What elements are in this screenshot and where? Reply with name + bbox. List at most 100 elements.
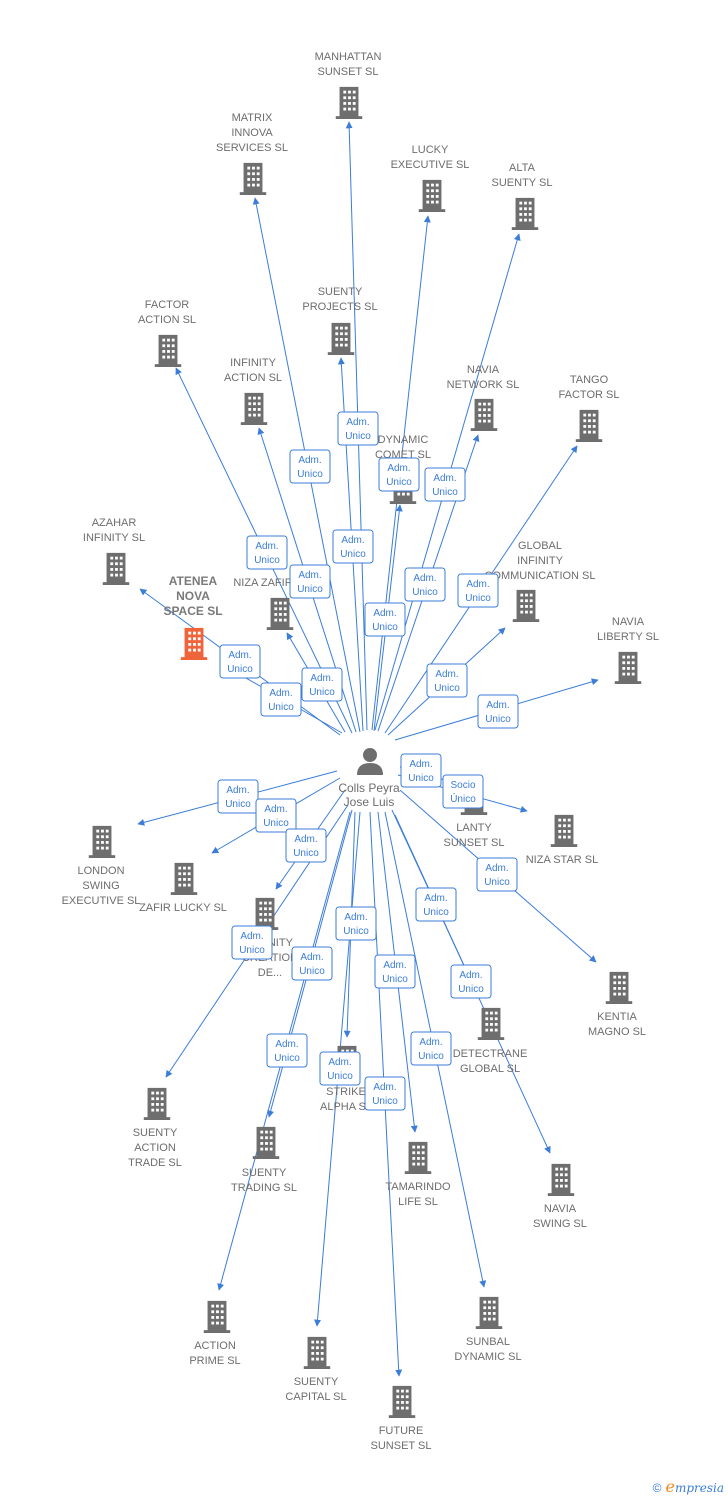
company-name: ZAFIR LUCKY SL: [139, 902, 227, 914]
role-label: Adm.Unico: [424, 467, 466, 502]
role-label-text: Adm.: [373, 1082, 396, 1093]
role-label-text: Adm.: [275, 1039, 298, 1050]
role-label: Adm.Unico: [289, 564, 331, 599]
role-label: Adm.Unico: [266, 1033, 308, 1068]
role-label-text: Adm.: [344, 912, 367, 923]
company-name: CAPITAL SL: [285, 1391, 346, 1403]
role-label: Adm.Unico: [255, 798, 297, 833]
role-label-text: Unico: [484, 877, 510, 888]
role-label-text: Adm.: [409, 759, 432, 770]
building-icon: [550, 814, 578, 847]
company-name: FUTURE: [379, 1425, 424, 1437]
company-name: SUENTY: [242, 1167, 287, 1179]
company-name: AZAHAR: [92, 517, 137, 529]
role-label-text: Socio: [450, 780, 475, 791]
building-icon: [154, 334, 182, 367]
company-name: SERVICES SL: [216, 142, 288, 154]
company-name: DYNAMIC SL: [454, 1351, 521, 1363]
role-label-text: Unico: [227, 664, 253, 675]
role-label-text: Unico: [465, 593, 491, 604]
role-label-text: Unico: [327, 1071, 353, 1082]
building-icon: [470, 398, 498, 431]
company-name: INNOVA: [231, 127, 273, 139]
company-node-action-prime[interactable]: ACTION PRIME SL: [189, 1300, 241, 1367]
company-name: NIZA ZAFIR: [233, 577, 292, 589]
role-label-text: Adm.: [298, 570, 321, 581]
role-label-text: Unico: [418, 1051, 444, 1062]
company-name: SUENTY: [133, 1127, 178, 1139]
company-name: SWING: [82, 880, 119, 892]
role-label-text: Unico: [343, 926, 369, 937]
role-label-text: Adm.: [435, 669, 458, 680]
company-name: ACTION: [194, 1340, 236, 1352]
building-icon: [251, 897, 279, 930]
role-label-text: Unico: [239, 945, 265, 956]
company-name: INFINITY: [230, 357, 276, 369]
company-name: SPACE SL: [163, 604, 222, 618]
role-label: Adm.Unico: [301, 667, 343, 702]
role-label-text: Adm.: [466, 579, 489, 590]
company-node-zafir-lucky[interactable]: ZAFIR LUCKY SL: [139, 862, 227, 914]
role-label-text: Adm.: [387, 463, 410, 474]
role-label-text: Unico: [432, 487, 458, 498]
role-label-text: Adm.: [485, 863, 508, 874]
role-label-text: Unico: [434, 683, 460, 694]
company-name: PROJECTS SL: [302, 301, 377, 313]
role-label: Adm.Unico: [415, 887, 457, 922]
role-label-text: Adm.: [269, 688, 292, 699]
role-label-text: Adm.: [383, 960, 406, 971]
person-icon: [357, 748, 383, 775]
role-label-text: Adm.: [341, 535, 364, 546]
company-node-niza-star[interactable]: NIZA STAR SL: [526, 814, 599, 866]
role-label-text: Adm.: [298, 455, 321, 466]
role-label-text: Adm.: [413, 573, 436, 584]
role-label-text: Adm.: [228, 650, 251, 661]
company-name: KENTIA: [597, 1011, 637, 1023]
role-label: Adm.Unico: [217, 779, 259, 814]
company-node-alta-suenty[interactable]: ALTA SUENTY SL: [492, 162, 553, 230]
brand-logo-e: e: [665, 1477, 675, 1496]
company-node-niza-zafir[interactable]: NIZA ZAFIR: [233, 577, 294, 630]
role-label-text: Unico: [408, 773, 434, 784]
role-label-text: Unico: [263, 818, 289, 829]
building-icon: [327, 322, 355, 355]
role-label-text: Unico: [254, 555, 280, 566]
role-label-text: Unico: [412, 587, 438, 598]
role-label: Adm.Unico: [364, 1076, 406, 1111]
building-icon: [180, 627, 208, 660]
role-label-text: Unico: [382, 974, 408, 985]
person-node[interactable]: Colls Peyra Jose Luis: [338, 748, 400, 809]
role-label: Adm.Unico: [246, 535, 288, 570]
company-name: PRIME SL: [189, 1355, 240, 1367]
building-icon: [404, 1141, 432, 1174]
company-name: NETWORK SL: [447, 379, 520, 391]
company-name: SUENTY SL: [492, 177, 553, 189]
company-name: GLOBAL SL: [460, 1063, 520, 1075]
company-name: ALTA: [509, 162, 536, 174]
